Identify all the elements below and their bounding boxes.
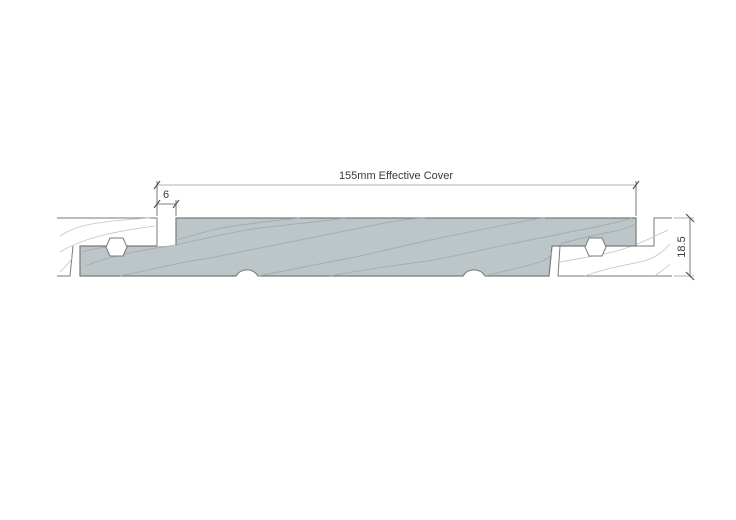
right-fixing-clip-icon [584, 237, 607, 257]
effective-cover-label: 155mm Effective Cover [339, 170, 453, 182]
relief-groove-left [235, 269, 259, 277]
relief-groove-right [462, 269, 486, 277]
gap-label: 6 [163, 189, 169, 201]
gap-dimension [153, 199, 180, 216]
right-neighbor-grain [559, 229, 671, 277]
left-fixing-clip-icon [105, 237, 128, 257]
effective-cover-dimension [153, 180, 640, 216]
main-board [79, 217, 637, 277]
right-neighbor-board [557, 217, 672, 277]
thickness-dimension [674, 213, 695, 281]
main-board-grain [81, 217, 637, 277]
thickness-label: 18.5 [676, 236, 688, 257]
left-neighbor-grain [59, 217, 156, 273]
